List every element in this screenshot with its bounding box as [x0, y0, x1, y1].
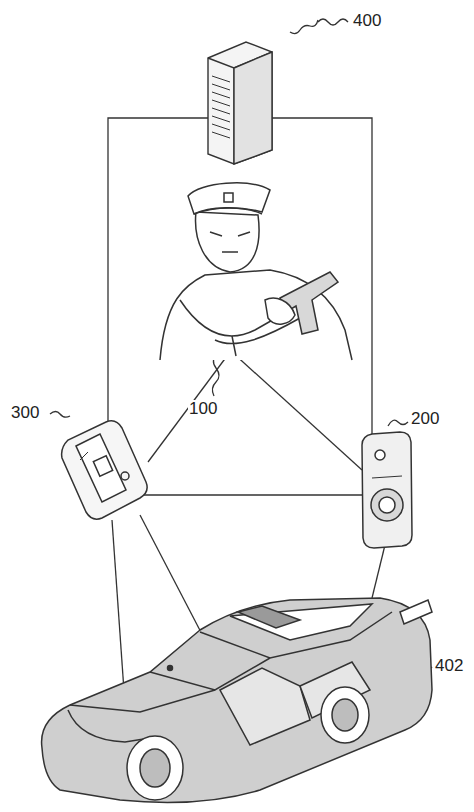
- leader-squiggle: [388, 420, 408, 426]
- link-line: [140, 515, 205, 640]
- display-device: [62, 421, 148, 519]
- callout-number: 400: [352, 12, 382, 29]
- server-tower: [208, 42, 272, 164]
- link-line: [372, 545, 385, 598]
- camera-device: [362, 432, 412, 548]
- callout-number: 402: [434, 657, 464, 674]
- leader-squiggle: [318, 19, 348, 25]
- link-line: [148, 352, 230, 462]
- leader-squiggle: [212, 354, 219, 396]
- callout-number: 300: [10, 404, 40, 421]
- police-car: [42, 598, 432, 802]
- leader-squiggle: [290, 20, 318, 34]
- link-line: [232, 352, 362, 470]
- leader-squiggle: [50, 412, 70, 418]
- callout-number: 100: [188, 400, 218, 417]
- link-frame: [108, 118, 372, 495]
- officer-figure: [160, 183, 352, 360]
- callout-number: 200: [410, 410, 440, 427]
